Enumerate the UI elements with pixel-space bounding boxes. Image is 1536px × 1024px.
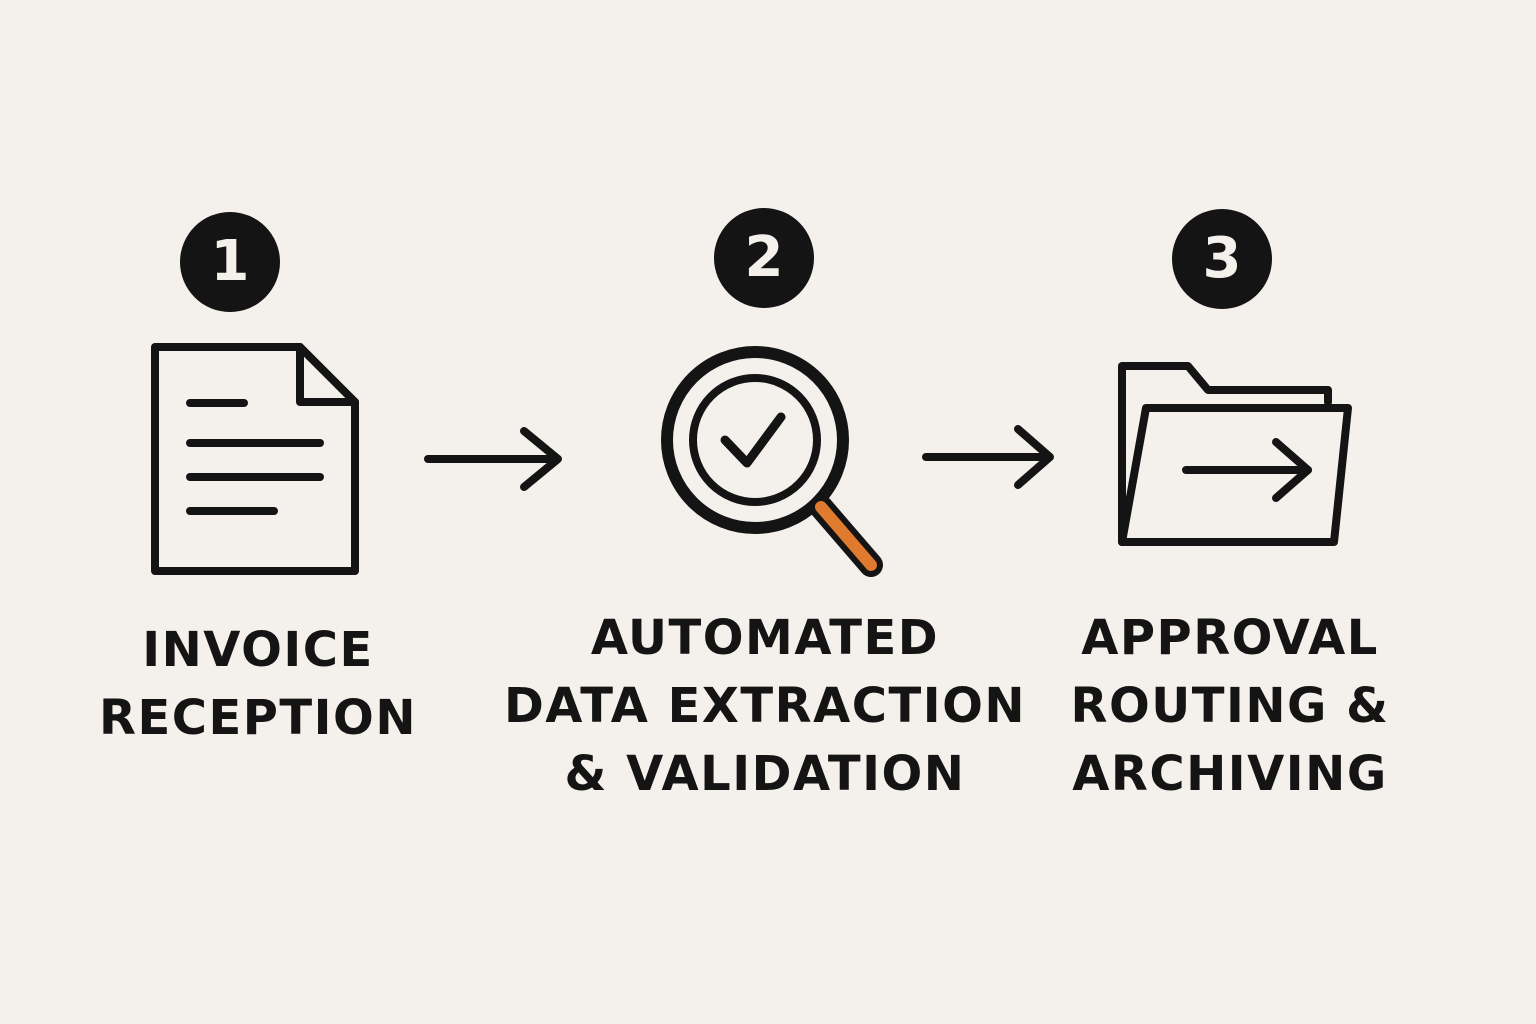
step-3-label: APPROVAL ROUTING & ARCHIVING bbox=[1071, 604, 1390, 808]
step-1-label: INVOICE RECEPTION bbox=[99, 616, 417, 752]
magnifier-check-icon bbox=[661, 346, 883, 577]
invoice-document-icon bbox=[151, 343, 359, 575]
step-3-number: 3 bbox=[1202, 226, 1242, 291]
step-1-number: 1 bbox=[210, 229, 250, 294]
arrow-right-icon bbox=[922, 425, 1054, 489]
step-2-number: 2 bbox=[744, 225, 784, 290]
step-2-label: AUTOMATED DATA EXTRACTION & VALIDATION bbox=[504, 604, 1026, 808]
step-2-label-line-3: & VALIDATION bbox=[564, 746, 966, 802]
step-3-label-line-1: APPROVAL bbox=[1081, 610, 1379, 666]
step-3-label-line-2: ROUTING & bbox=[1070, 678, 1390, 734]
arrow-right-icon bbox=[424, 427, 562, 491]
step-2-number-badge: 2 bbox=[714, 208, 814, 308]
step-2-label-line-2: DATA EXTRACTION bbox=[503, 678, 1027, 734]
step-2-label-line-1: AUTOMATED bbox=[590, 610, 940, 666]
step-3-label-line-3: ARCHIVING bbox=[1072, 746, 1388, 802]
step-3-number-badge: 3 bbox=[1172, 209, 1272, 309]
step-1-label-line-1: INVOICE bbox=[142, 622, 374, 678]
step-1-label-line-2: RECEPTION bbox=[98, 690, 418, 746]
folder-arrow-icon bbox=[1118, 362, 1352, 546]
step-1-number-badge: 1 bbox=[180, 212, 280, 312]
